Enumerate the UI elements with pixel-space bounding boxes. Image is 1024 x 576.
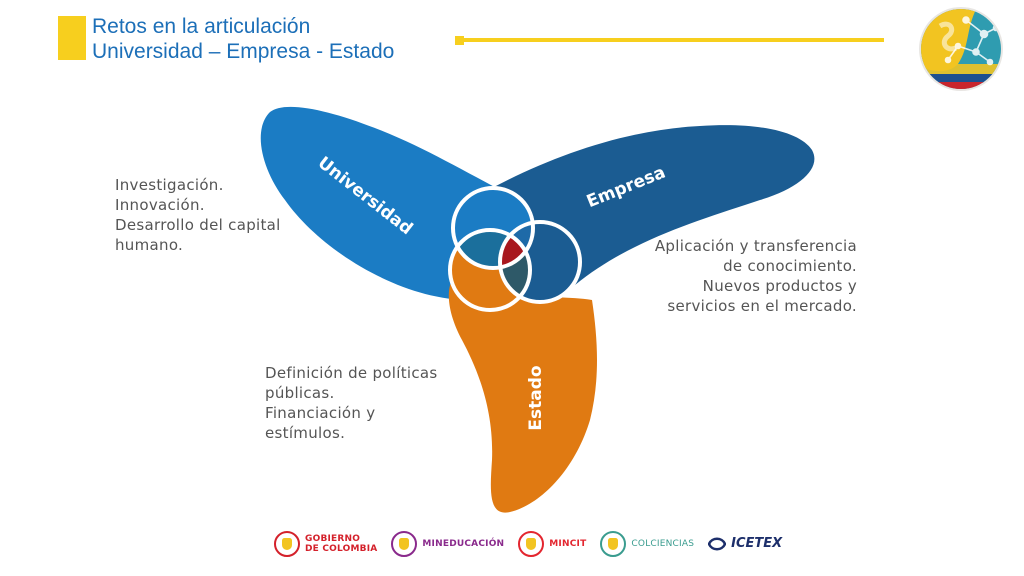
icetex-logo: ICETEX <box>708 536 782 552</box>
page-title-line-1: Retos en la articulación <box>92 15 311 38</box>
header-rule-dot <box>455 36 464 45</box>
icetex-mark-icon <box>708 537 727 551</box>
header-rule <box>462 38 884 42</box>
title-accent-block <box>58 16 86 60</box>
gobierno-logo-line-1: GOBIERNO <box>305 534 361 544</box>
coat-of-arms-icon <box>274 531 300 557</box>
estado-description-line: públicas. <box>265 384 335 402</box>
coat-of-arms-icon <box>391 531 418 557</box>
empresa-description: Aplicación y transferencia de conocimien… <box>600 236 857 316</box>
universidad-description-line: Desarrollo del capital <box>115 216 281 234</box>
coat-of-arms-icon <box>600 531 627 557</box>
icetex-logo-text: ICETEX <box>731 536 783 551</box>
estado-description-line: Financiación y <box>265 404 376 422</box>
universidad-description-line: Investigación. <box>115 176 224 194</box>
empresa-description-line: servicios en el mercado. <box>667 297 857 315</box>
universidad-description-line: Innovación. <box>115 196 205 214</box>
estado-description: Definición de políticas públicas. Financ… <box>265 363 438 443</box>
estado-petal <box>448 280 597 513</box>
page-title-line-2: Universidad – Empresa - Estado <box>92 40 395 63</box>
universidad-description-line: humano. <box>115 236 184 254</box>
empresa-description-line: Nuevos productos y <box>702 277 857 295</box>
mineducacion-logo-text: MINEDUCACIÓN <box>422 539 505 549</box>
estado-label: Estado <box>526 365 546 430</box>
event-logo-icon <box>919 7 1003 91</box>
gobierno-logo: GOBIERNO DE COLOMBIA <box>274 531 377 557</box>
empresa-description-line: de conocimiento. <box>723 257 857 275</box>
estado-description-line: Definición de políticas <box>265 364 438 382</box>
venn-overlap <box>448 186 582 312</box>
universidad-description: Investigación. Innovación. Desarrollo de… <box>115 175 281 255</box>
estado-description-line: estímulos. <box>265 424 346 442</box>
colciencias-logo: COLCIENCIAS <box>600 531 694 557</box>
colciencias-logo-text: COLCIENCIAS <box>631 539 695 549</box>
coat-of-arms-icon <box>518 531 545 557</box>
gobierno-logo-line-2: DE COLOMBIA <box>305 544 378 554</box>
mineducacion-logo: MINEDUCACIÓN <box>391 531 504 557</box>
mincit-logo: MINCIT <box>518 531 586 557</box>
mincit-logo-text: MINCIT <box>549 539 587 549</box>
page-title: Retos en la articulación Universidad – E… <box>92 14 394 64</box>
footer-logos: GOBIERNO DE COLOMBIA MINEDUCACIÓN MINCIT… <box>274 529 782 559</box>
empresa-description-line: Aplicación y transferencia <box>654 237 857 255</box>
